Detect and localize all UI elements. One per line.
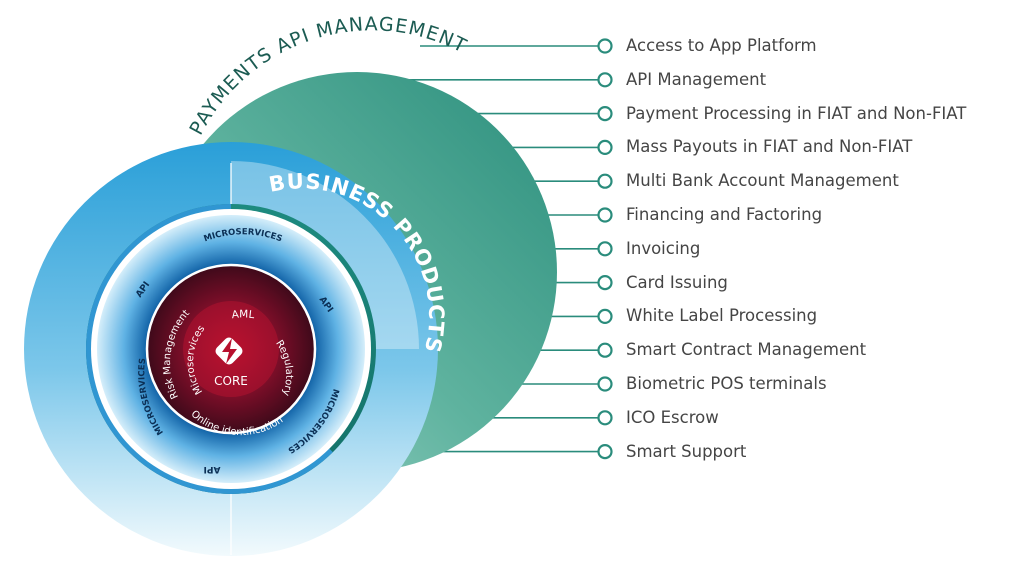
lightning-logo-icon bbox=[215, 337, 243, 365]
connector-dot bbox=[597, 410, 613, 426]
service-item: White Label Processing bbox=[626, 306, 818, 326]
connector-dot bbox=[597, 342, 613, 358]
connector-dot bbox=[597, 173, 613, 189]
service-item: Invoicing bbox=[626, 238, 701, 258]
connector-dot bbox=[597, 38, 613, 54]
connector-dot bbox=[597, 207, 613, 223]
core-label-aml: AML bbox=[231, 308, 255, 321]
connector-dot bbox=[597, 376, 613, 392]
service-item: Card Issuing bbox=[626, 272, 728, 292]
connector-dot bbox=[597, 308, 613, 324]
core-border bbox=[145, 263, 317, 435]
connector-dots bbox=[597, 38, 613, 460]
service-item: Mass Payouts in FIAT and Non-FIAT bbox=[626, 137, 913, 157]
connector-dot bbox=[597, 139, 613, 155]
service-item: ICO Escrow bbox=[626, 407, 719, 427]
connector-lines bbox=[400, 45, 598, 453]
connector-dot bbox=[597, 72, 613, 88]
service-item: Smart Support bbox=[626, 441, 747, 461]
connector-dot bbox=[597, 241, 613, 257]
api-label-bottom: API bbox=[204, 464, 221, 474]
connector-dot bbox=[597, 275, 613, 291]
connector-dot bbox=[597, 444, 613, 460]
service-item: Access to App Platform bbox=[626, 36, 817, 55]
service-item: Financing and Factoring bbox=[626, 205, 823, 224]
service-item: Biometric POS terminals bbox=[626, 374, 827, 393]
service-item: Smart Contract Management bbox=[626, 340, 867, 360]
service-item: Multi Bank Account Management bbox=[626, 171, 899, 191]
core-label: CORE bbox=[214, 374, 248, 388]
service-item: Payment Processing in FIAT and Non-FIAT bbox=[626, 103, 967, 123]
service-item: API Management bbox=[626, 69, 767, 89]
connector-dot bbox=[597, 105, 613, 122]
